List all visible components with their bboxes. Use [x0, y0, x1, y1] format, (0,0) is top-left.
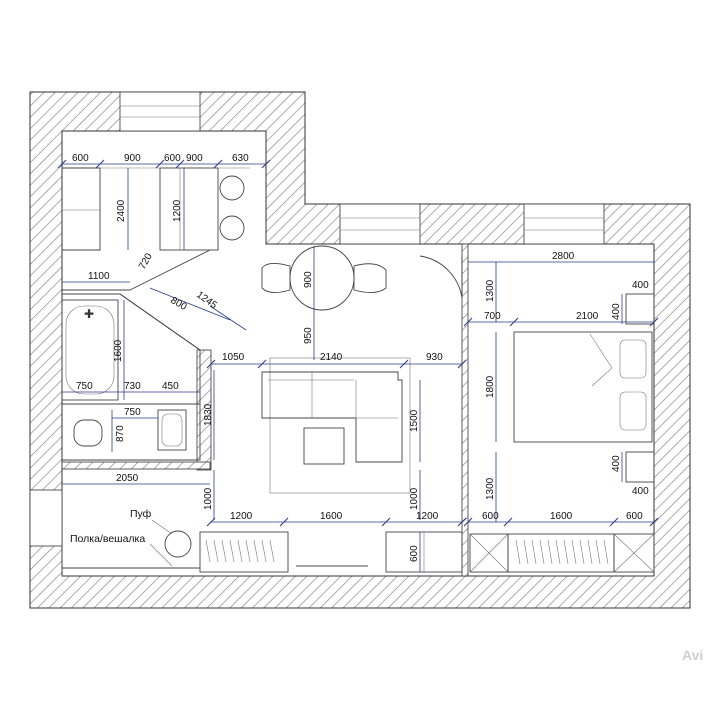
- bar-stool: [219, 215, 245, 241]
- kitchen: [62, 167, 250, 291]
- dim-kitchen-3: 600: [164, 153, 181, 164]
- bathtub: [61, 299, 119, 401]
- corner-wardrobe: [613, 533, 655, 573]
- dim-kitchen-1: 600: [72, 153, 89, 164]
- faucet-icon: ✚: [84, 307, 94, 321]
- dim-1245: 1245: [194, 289, 219, 311]
- living-room: [199, 245, 463, 573]
- dim-corridor: 1830: [203, 403, 214, 426]
- dim-bedroom-width: 2800: [552, 251, 575, 262]
- dim-800: 800: [169, 295, 189, 313]
- dim-nightstand-4: 400: [632, 486, 649, 497]
- chair: [261, 263, 291, 293]
- sofa: [261, 371, 403, 463]
- wardrobe: [199, 531, 289, 573]
- dim-kitchen-5: 630: [232, 153, 249, 164]
- windows: [29, 91, 605, 547]
- shelf-hanger-label: Полка/вешалка: [70, 533, 145, 545]
- pillow: [619, 339, 647, 379]
- hall: [62, 530, 200, 569]
- watermark: Avi: [682, 647, 703, 663]
- nightstand: [625, 451, 655, 483]
- bathroom: ✚: [61, 293, 201, 461]
- window-living: [339, 203, 421, 245]
- text-labels: Пуф Полка/вешалка: [70, 508, 173, 567]
- dim-950: 950: [303, 327, 314, 344]
- dim-bottom-2: 1600: [320, 511, 343, 522]
- dim-bed-700: 700: [484, 311, 501, 322]
- dim-living-2: 2140: [320, 352, 343, 363]
- dim-living-1: 1050: [222, 352, 245, 363]
- dining-table: [289, 245, 355, 311]
- dim-nightstand-3: 400: [611, 455, 622, 472]
- dim-wc-750: 750: [124, 407, 141, 418]
- dimension-lines: [57, 159, 659, 572]
- nightstand: [625, 293, 655, 325]
- dim-nightstand-2: 400: [611, 303, 622, 320]
- dim-living-3: 930: [426, 352, 443, 363]
- dim-kitchen-bottom: 1100: [88, 271, 110, 282]
- coffee-table: [303, 427, 345, 465]
- bar-stool: [219, 175, 245, 201]
- dim-bed-1800: 1800: [485, 375, 496, 398]
- dim-bed-1300-bottom: 1300: [485, 477, 496, 500]
- door-swing: [419, 255, 463, 299]
- dim-kitchen-4: 900: [186, 153, 203, 164]
- dim-720: 720: [137, 251, 155, 271]
- dim-bath-2: 730: [124, 381, 141, 392]
- sink: [157, 409, 187, 451]
- dim-kitchen-2: 900: [124, 153, 141, 164]
- window-kitchen: [119, 91, 201, 132]
- dim-dining: 900: [303, 271, 314, 288]
- dim-kitchen-height: 2400: [116, 199, 127, 222]
- puf-label: Пуф: [130, 508, 152, 520]
- kitchen-table: [159, 167, 219, 251]
- dim-1000-left: 1000: [203, 487, 214, 510]
- dim-bath-1600: 1600: [113, 339, 124, 362]
- dim-1000-right: 1000: [409, 487, 420, 510]
- bedroom: [469, 293, 655, 573]
- puf: [164, 530, 192, 558]
- chair: [353, 263, 387, 293]
- bed: [513, 331, 653, 443]
- walls: [29, 91, 691, 609]
- dim-sofa: 1500: [409, 409, 420, 432]
- dim-bottom-3: 1200: [416, 511, 439, 522]
- dim-bed-bottom-3: 600: [626, 511, 643, 522]
- dim-nightstand-1: 400: [632, 280, 649, 291]
- dim-bed-2100: 2100: [576, 311, 599, 322]
- dim-bed-bottom-2: 1600: [550, 511, 573, 522]
- dim-bath-1: 750: [76, 381, 93, 392]
- window-bedroom: [523, 203, 605, 245]
- carpet: [269, 357, 411, 494]
- dim-wc-870: 870: [115, 425, 126, 442]
- dim-hall: 2050: [116, 473, 139, 484]
- dim-wardrobe-depth: 600: [409, 545, 420, 562]
- toilet: [73, 419, 103, 447]
- dim-kitchen-table: 1200: [172, 199, 183, 222]
- dim-bed-1300-top: 1300: [485, 279, 496, 302]
- pillow: [619, 391, 647, 431]
- dim-bottom-1: 1200: [230, 511, 253, 522]
- window-hall: [29, 489, 63, 547]
- dim-bed-bottom-1: 600: [482, 511, 499, 522]
- dim-bath-3: 450: [162, 381, 179, 392]
